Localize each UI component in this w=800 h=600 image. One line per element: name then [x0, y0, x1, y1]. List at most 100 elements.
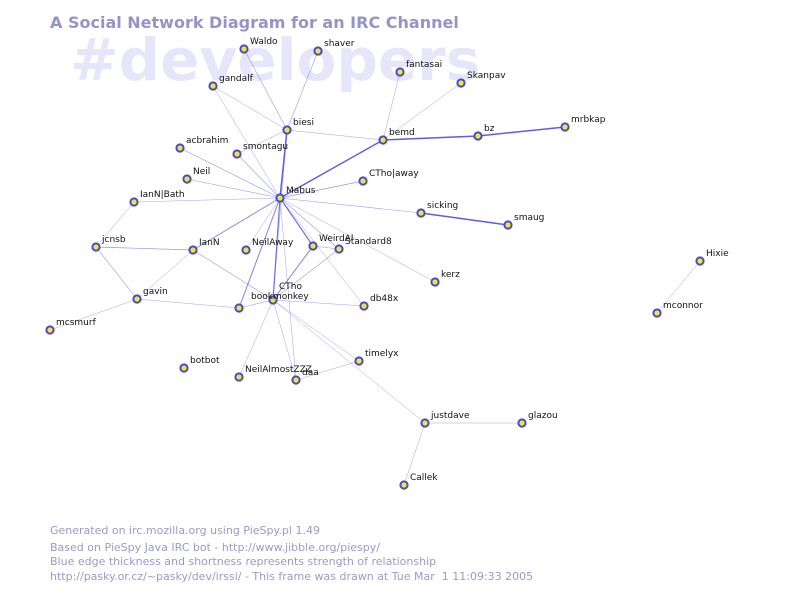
edge-IanN-gavin	[136, 249, 194, 300]
edge-biesi-smontagu	[236, 129, 288, 155]
node-label: kerz	[441, 270, 460, 280]
edge-Mabus-WeirdAl	[279, 197, 314, 247]
edge-CTho-NeilAlmostZZZ	[238, 299, 274, 378]
node-justdave: justdave	[420, 411, 470, 428]
node-label: bemd	[389, 128, 415, 138]
node-mconnor: mconnor	[652, 301, 703, 318]
node-Waldo: Waldo	[239, 37, 278, 54]
node-CTho: CTho	[268, 282, 302, 305]
edge-bz-mrbkap	[477, 126, 566, 137]
node-marker	[129, 197, 139, 207]
node-IanN: IanN	[188, 238, 220, 255]
edge-biesi-Waldo	[243, 48, 288, 131]
edge-Mabus-Standard8	[279, 197, 340, 250]
node-CTho|away: CTho|away	[358, 169, 419, 186]
node-Hixie: Hixie	[695, 249, 729, 266]
node-label: gandalf	[219, 74, 254, 84]
node-marker	[241, 245, 251, 255]
node-bz: bz	[473, 124, 495, 141]
node-label: fantasai	[406, 60, 442, 70]
node-label: smaug	[514, 213, 544, 223]
node-Standard8: Standard8	[334, 237, 392, 254]
node-label: acbrahim	[186, 136, 228, 146]
node-marker	[695, 256, 705, 266]
edge-IanN-CTho	[192, 249, 274, 301]
node-marker	[308, 241, 318, 251]
node-mrbkap: mrbkap	[560, 115, 606, 132]
node-label: bookmonkey	[251, 292, 309, 302]
channel-watermark: #developers	[70, 26, 480, 94]
edge-bemd-bz	[382, 135, 479, 141]
node-label: mcsmurf	[56, 318, 97, 328]
node-marker	[91, 242, 101, 252]
node-marker	[179, 363, 189, 373]
node-NeilAway: NeilAway	[241, 238, 294, 255]
edge-Hixie-mconnor	[656, 260, 701, 314]
node-label: Skanpav	[467, 71, 506, 81]
node-acbrahim: acbrahim	[175, 136, 228, 153]
node-label: Waldo	[250, 37, 278, 47]
node-marker	[503, 220, 513, 230]
node-marker	[275, 193, 285, 203]
node-smaug: smaug	[503, 213, 544, 230]
node-marker	[268, 295, 278, 305]
edge-CTho-daa	[272, 299, 297, 381]
edge-biesi-bemd	[286, 129, 384, 141]
edge-Mabus-smontagu	[236, 153, 281, 199]
node-sicking: sicking	[416, 201, 458, 218]
edge-CTho-bookmonkey	[238, 299, 274, 309]
edge-CTho-justdave	[272, 299, 426, 424]
node-marker	[182, 174, 192, 184]
node-marker	[239, 44, 249, 54]
node-label: Mabus	[286, 186, 316, 196]
diagram-title: A Social Network Diagram for an IRC Chan…	[50, 13, 459, 32]
node-label: Callek	[410, 473, 438, 483]
node-marker	[188, 245, 198, 255]
edge-Standard8-CTho	[272, 248, 340, 301]
edge-Mabus-acbrahim	[179, 147, 281, 199]
node-marker	[291, 375, 301, 385]
edge-timelyx-daa	[295, 360, 360, 381]
node-botbot: botbot	[179, 356, 220, 373]
node-label: mrbkap	[571, 115, 606, 125]
edges-layer	[49, 48, 701, 486]
node-marker	[420, 418, 430, 428]
footer-based-on: Based on PieSpy Java IRC bot - http://ww…	[50, 541, 380, 554]
node-marker	[416, 208, 426, 218]
edge-Mabus-daa	[279, 197, 297, 381]
node-label: glazou	[528, 411, 558, 421]
node-glazou: glazou	[517, 411, 558, 428]
edge-sicking-smaug	[420, 212, 509, 226]
edge-jcnsb-IanN|Bath	[95, 201, 135, 248]
node-label: biesi	[293, 118, 314, 128]
node-marker	[517, 418, 527, 428]
node-marker	[234, 303, 244, 313]
node-mcsmurf: mcsmurf	[45, 318, 97, 335]
node-smontagu: smontagu	[232, 142, 288, 159]
edge-Mabus-Neil	[186, 178, 281, 199]
node-marker	[560, 122, 570, 132]
node-gavin: gavin	[132, 287, 168, 304]
node-marker	[399, 480, 409, 490]
node-marker	[313, 46, 323, 56]
node-Skanpav: Skanpav	[456, 71, 506, 88]
edge-biesi-gandalf	[212, 85, 288, 131]
edge-Mabus-sicking	[279, 197, 422, 214]
node-marker	[45, 325, 55, 335]
node-marker	[430, 277, 440, 287]
node-marker	[456, 78, 466, 88]
node-label: CTho|away	[369, 169, 419, 179]
node-marker	[359, 301, 369, 311]
edge-WeirdAl-CTho	[272, 245, 314, 301]
node-label: bz	[484, 124, 495, 134]
edge-bemd-Skanpav	[382, 82, 462, 141]
node-marker	[282, 125, 292, 135]
node-Neil: Neil	[182, 167, 210, 184]
edge-bemd-fantasai	[382, 71, 401, 141]
edge-CTho-db48x	[272, 299, 365, 307]
node-label: WeirdAl	[319, 234, 353, 244]
node-label: mconnor	[663, 301, 703, 311]
node-label: smontagu	[243, 142, 288, 152]
